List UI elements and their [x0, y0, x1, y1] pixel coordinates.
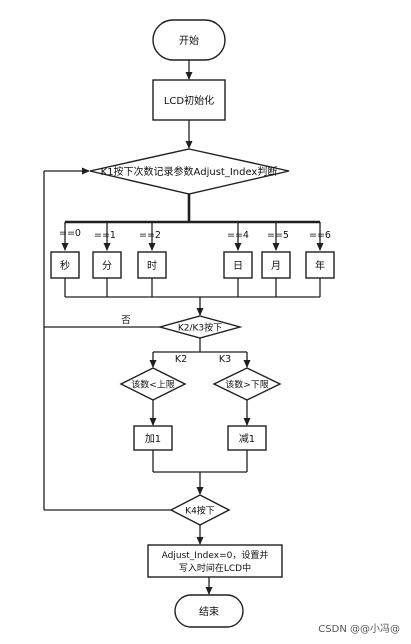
save-label-line1: Adjust_Index=0，设置并 [162, 549, 269, 561]
save-label-line2: 写入时间在LCD中 [179, 562, 251, 574]
watermark-text: CSDN @@小冯@ [318, 623, 400, 635]
start-label: 开始 [179, 34, 199, 47]
k4-decision-label: K4按下 [185, 505, 215, 517]
box-min-label: 分 [102, 260, 112, 272]
k4-decision: K4按下 [169, 494, 231, 526]
box-hour-label: 时 [147, 260, 157, 272]
lcd-init-process: LCD初始化 [152, 79, 226, 121]
sub-one-process: 减1 [227, 425, 267, 451]
label-eq5: ==5 [267, 230, 289, 241]
save-process: Adjust_Index=0，设置并 写入时间在LCD中 [147, 544, 283, 578]
box-year: 年 [305, 251, 335, 279]
box-month: 月 [261, 251, 291, 279]
label-eq4: ==4 [227, 230, 249, 241]
label-k3: K3 [219, 354, 231, 365]
add-one-label: 加1 [145, 433, 161, 445]
label-eq2: ==2 [139, 230, 161, 241]
upper-limit-label: 该数<上限 [131, 379, 175, 391]
k2k3-decision: K2/K3按下 [157, 315, 243, 339]
upper-limit-decision: 该数<上限 [119, 367, 187, 401]
label-eq0: ==0 [59, 228, 81, 239]
box-min: 分 [92, 251, 122, 279]
box-sec-label: 秒 [60, 259, 70, 272]
sub-one-label: 减1 [239, 433, 255, 445]
box-sec: 秒 [50, 251, 80, 279]
k2k3-decision-label: K2/K3按下 [178, 322, 222, 334]
add-one-process: 加1 [133, 425, 173, 451]
lcd-init-label: LCD初始化 [164, 94, 214, 107]
label-eq6: ==6 [309, 230, 331, 241]
k1-decision: K1按下次数记录参数Adjust_Index判断 [89, 148, 290, 195]
box-day: 日 [223, 251, 253, 279]
label-k2: K2 [175, 354, 187, 365]
label-eq1: ==1 [94, 230, 116, 241]
box-month-label: 月 [271, 260, 281, 272]
box-year-label: 年 [315, 259, 325, 272]
box-day-label: 日 [233, 261, 243, 272]
lower-limit-label: 该数>下限 [225, 379, 269, 391]
end-label: 结束 [199, 605, 219, 618]
k1-decision-label: K1按下次数记录参数Adjust_Index判断 [101, 165, 278, 178]
end-terminal: 结束 [174, 594, 244, 628]
start-terminal: 开始 [152, 19, 226, 61]
label-no: 否 [121, 315, 131, 326]
lower-limit-decision: 该数>下限 [212, 367, 282, 401]
box-hour: 时 [137, 251, 167, 279]
